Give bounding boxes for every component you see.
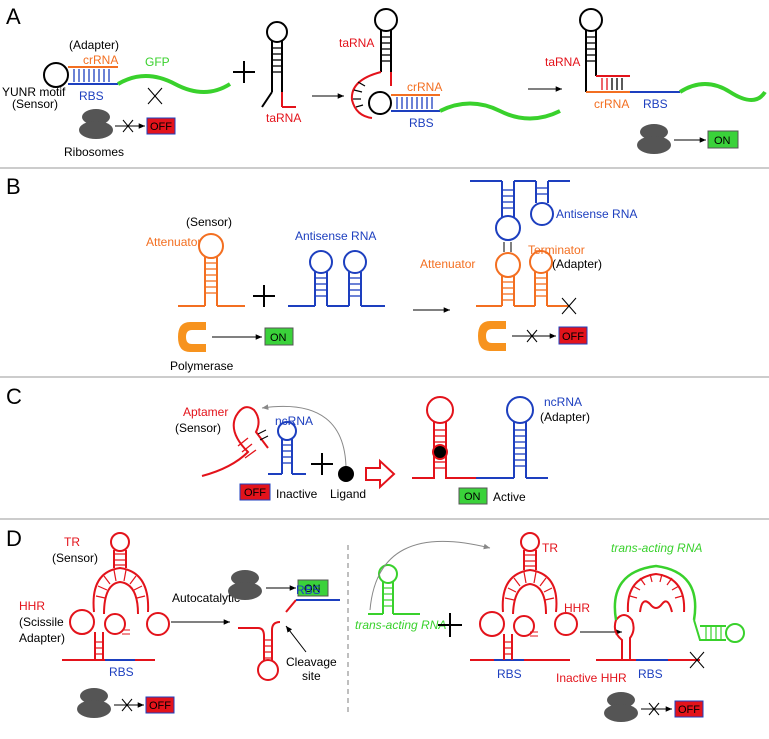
adapter-label: (Adapter)	[69, 38, 119, 52]
tr-label-2: TR	[542, 541, 558, 555]
crrna-label-3: crRNA	[594, 97, 629, 111]
panel-c-letter: C	[6, 384, 22, 409]
off-box	[558, 326, 588, 345]
rbs-label-2: RBS	[296, 583, 321, 597]
antisense-label-2: Antisense RNA	[556, 207, 637, 221]
panel-d-letter: D	[6, 526, 22, 551]
trans-acting-label-2: trans-acting RNA	[611, 541, 702, 555]
antisense-attenuator-complex	[470, 180, 577, 315]
ribosome-icon	[637, 124, 671, 154]
hhr-tr-construct	[62, 532, 170, 661]
yunr-label: YUNR motif	[2, 85, 66, 99]
sensor-loop	[43, 62, 69, 88]
on-label: ON	[464, 491, 481, 503]
active-label: Active	[493, 490, 526, 504]
autocatalytic-label: Autocatalytic	[172, 591, 240, 605]
tarna-label-1: taRNA	[266, 111, 301, 125]
off-box	[145, 696, 175, 714]
inactive-label: Inactive	[276, 487, 318, 501]
ligand-label: Ligand	[330, 487, 366, 501]
panel-b: B (Sensor) Attenuator ON Polymerase	[6, 174, 637, 373]
panel-d: D	[6, 526, 745, 722]
cleavage-label-2: site	[302, 669, 321, 683]
panel-a-letter: A	[6, 4, 21, 29]
adapter-label: Adapter)	[19, 631, 65, 645]
off-box	[146, 117, 176, 135]
polymerase-label: Polymerase	[170, 359, 234, 373]
sensor-label: (Sensor)	[52, 551, 98, 565]
aptamer-label: Aptamer	[183, 405, 228, 419]
ribosome-icon	[604, 692, 638, 722]
rbs-label-3: RBS	[497, 667, 522, 681]
attenuator-hairpin	[178, 233, 245, 307]
on-box	[297, 579, 329, 597]
attenuator-label-2: Attenuator	[420, 257, 475, 271]
gfp-label: GFP	[145, 55, 170, 69]
hhr-label-2: HHR	[564, 601, 590, 615]
trans-acting-rna	[368, 564, 420, 615]
aptamer-ncrna-on	[412, 396, 548, 479]
antisense-label: Antisense RNA	[295, 229, 376, 243]
inactive-hhr-label: Inactive HHR	[556, 671, 627, 685]
rbs-label-4: RBS	[638, 667, 663, 681]
inactive-hhr-complex	[596, 564, 745, 669]
on-label: ON	[304, 583, 321, 595]
ribosomes-label: Ribosomes	[64, 145, 124, 159]
ncrna-label-2: ncRNA	[544, 395, 582, 409]
adapter-label: (Adapter)	[540, 410, 590, 424]
panel-a: A (Adapter) crRNA YUNR motif (Sensor) RB…	[2, 4, 767, 159]
panel-b-letter: B	[6, 174, 21, 199]
cleavage-label-1: Cleavage	[286, 655, 337, 669]
off-label: OFF	[149, 700, 171, 712]
off-box-2	[674, 700, 704, 718]
on-label: ON	[714, 135, 731, 147]
scissile-label: (Scissile	[19, 615, 64, 629]
antisense-rna	[288, 250, 385, 307]
on-box	[264, 327, 294, 346]
tarna-label-3: taRNA	[545, 55, 580, 69]
off-label-2: OFF	[678, 704, 700, 716]
on-label: ON	[270, 332, 287, 344]
tarna-hairpin	[261, 21, 296, 108]
polymerase-icon	[178, 322, 206, 352]
sensor-label: (Sensor)	[175, 421, 221, 435]
trans-acting-label: trans-acting RNA	[355, 618, 446, 632]
terminator-label: Terminator	[528, 243, 585, 257]
hhr-tr-construct-2	[470, 532, 578, 661]
tr-label: TR	[64, 535, 80, 549]
gfp-gene	[116, 74, 232, 94]
aptamer-ncrna-off	[201, 406, 306, 477]
ribosome-icon	[228, 570, 262, 600]
off-label: OFF	[562, 331, 584, 343]
cleaved-products	[238, 599, 340, 681]
rbs-label-2: RBS	[409, 116, 434, 130]
rbs-label: RBS	[79, 89, 104, 103]
conversion-arrow	[365, 458, 396, 490]
on-box	[707, 130, 739, 149]
rbs-label-3: RBS	[643, 97, 668, 111]
hhr-label: HHR	[19, 599, 45, 613]
sensor-label: (Sensor)	[12, 97, 58, 111]
polymerase-icon	[478, 321, 506, 351]
crrna-label: crRNA	[83, 53, 118, 67]
ribosome-icon	[79, 109, 113, 139]
on-box	[458, 487, 488, 505]
crrna-label-2: crRNA	[407, 80, 442, 94]
attenuator-label: Attenuator	[146, 235, 201, 249]
rbs-label: RBS	[109, 665, 134, 679]
sensor-label: (Sensor)	[186, 215, 232, 229]
ligand-icon	[338, 466, 354, 482]
tarna-crrna-duplex	[579, 8, 767, 102]
off-box	[239, 483, 271, 501]
off-label: OFF	[244, 487, 266, 499]
ribosome-icon	[77, 688, 111, 718]
off-label: OFF	[150, 121, 172, 133]
adapter-label: (Adapter)	[552, 257, 602, 271]
panel-c: C Aptamer (Sensor) ncRNA OFF Inactive	[6, 384, 590, 505]
tarna-label-2: taRNA	[339, 36, 374, 50]
tarna-crrna-complex	[350, 8, 561, 121]
ncrna-label: ncRNA	[275, 414, 313, 428]
